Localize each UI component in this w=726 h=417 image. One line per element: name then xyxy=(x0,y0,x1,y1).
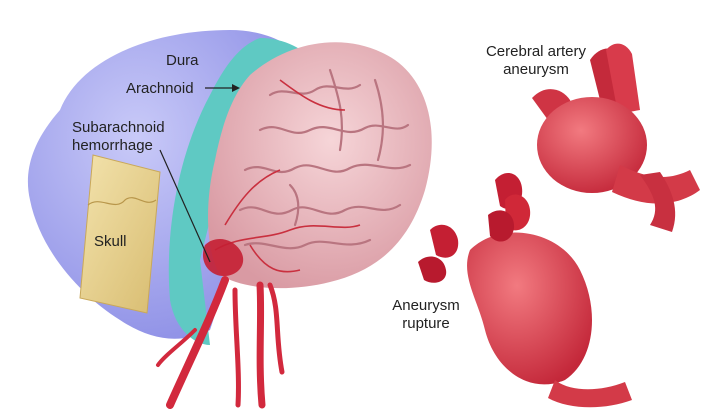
ruptured-aneurysm-figure xyxy=(418,173,632,407)
arachnoid-label: Arachnoid xyxy=(126,80,194,98)
aneurysm-rupture-label: Aneurysm rupture xyxy=(380,297,472,333)
dura-label: Dura xyxy=(166,52,199,70)
cerebral-artery-aneurysm-label: Cerebral artery aneurysm xyxy=(466,43,606,79)
skull-label: Skull xyxy=(94,233,127,251)
subarachnoid-hemorrhage-label: Subarachnoid hemorrhage xyxy=(72,119,165,155)
